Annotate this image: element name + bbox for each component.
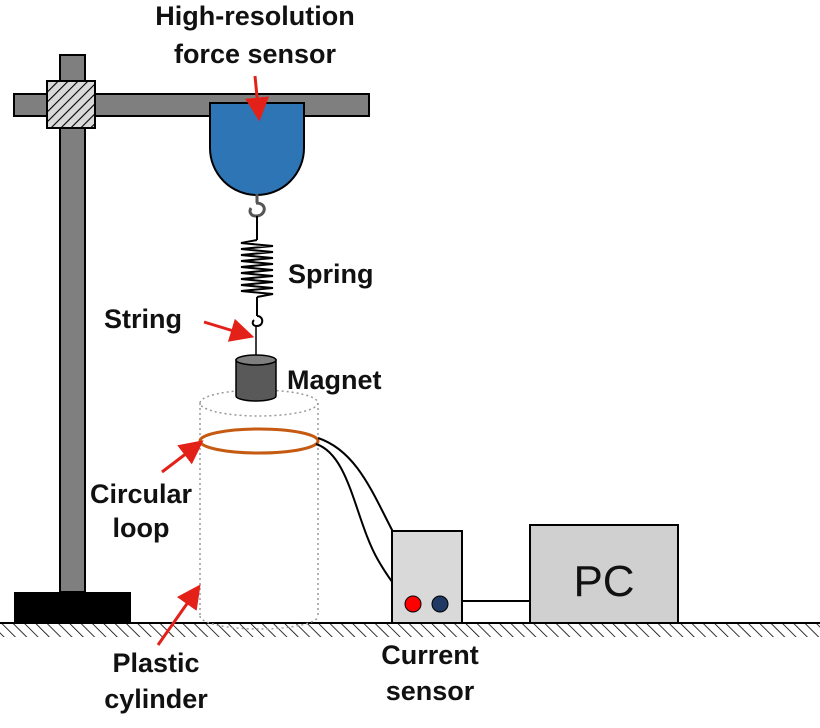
current-sensor-box bbox=[391, 530, 463, 624]
circular-loop bbox=[198, 427, 320, 455]
arrow-string bbox=[203, 318, 255, 342]
current-sensor bbox=[391, 530, 463, 624]
pc-label: PC bbox=[573, 557, 634, 606]
arrow-circular-loop bbox=[161, 440, 204, 474]
labels: High-resolution force sensor Spring Stri… bbox=[90, 1, 479, 714]
arrow-force-sensor bbox=[245, 75, 270, 122]
string bbox=[251, 315, 264, 357]
cylinder-top bbox=[199, 389, 319, 417]
sensor-hook bbox=[248, 201, 266, 218]
pc-box bbox=[529, 524, 679, 624]
magnet-body bbox=[235, 359, 277, 402]
pc: PC bbox=[529, 524, 679, 624]
string-hook bbox=[251, 315, 264, 328]
pointer-arrows bbox=[156, 75, 270, 646]
stand-pole bbox=[59, 54, 86, 593]
spring bbox=[240, 216, 274, 316]
ground bbox=[0, 622, 820, 637]
label-current-line1: Current bbox=[381, 640, 479, 670]
label-sensor-line1: High-resolution bbox=[155, 1, 354, 31]
force-sensor bbox=[209, 102, 305, 218]
plastic-cylinder bbox=[199, 389, 319, 630]
label-current-line2: sensor bbox=[386, 676, 475, 706]
ground-hatch bbox=[0, 623, 820, 637]
stand-base bbox=[14, 592, 131, 623]
spring-coil bbox=[240, 239, 274, 298]
arrow-plastic-cylinder bbox=[156, 584, 201, 646]
terminal-negative bbox=[431, 595, 449, 613]
force-sensor-body bbox=[209, 102, 305, 196]
label-loop-line2: loop bbox=[113, 513, 170, 543]
label-cylinder-line2: cylinder bbox=[104, 684, 208, 714]
terminal-positive bbox=[404, 595, 422, 613]
magnet-top bbox=[235, 354, 277, 366]
magnet bbox=[235, 354, 277, 402]
label-spring: Spring bbox=[288, 259, 374, 289]
cylinder-bottom bbox=[199, 615, 319, 630]
label-sensor-line2: force sensor bbox=[174, 39, 337, 69]
label-string: String bbox=[104, 304, 182, 334]
retort-stand bbox=[13, 54, 370, 623]
label-magnet: Magnet bbox=[287, 365, 382, 395]
label-cylinder-line1: Plastic bbox=[112, 648, 199, 678]
stand-clamp bbox=[46, 80, 96, 129]
label-loop-line1: Circular bbox=[90, 479, 193, 509]
